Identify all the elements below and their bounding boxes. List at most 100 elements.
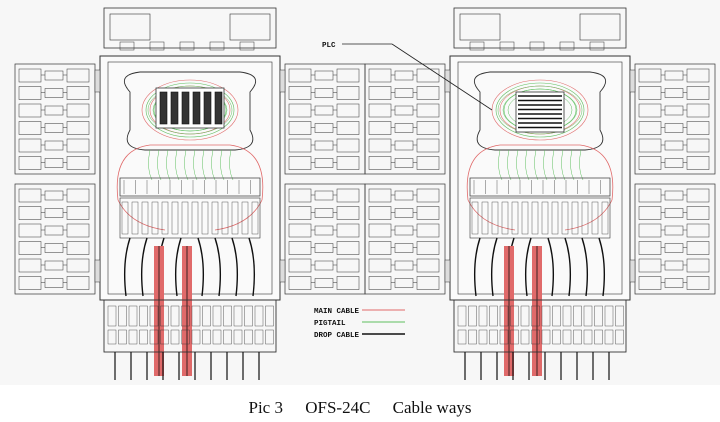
adapter-port <box>664 88 684 98</box>
adapter-port <box>18 86 42 100</box>
cable-port <box>128 329 138 345</box>
pigtail-loop <box>497 85 583 135</box>
clamp-slot <box>501 201 509 235</box>
clamp-slot <box>541 201 549 235</box>
cable-port <box>562 329 572 345</box>
cable-port <box>573 305 582 327</box>
adapter-port <box>314 70 334 81</box>
cable-port <box>128 305 138 327</box>
adapter-port <box>638 68 662 83</box>
clamp-slot <box>601 201 609 235</box>
splice-protector <box>181 91 190 125</box>
cable-port <box>223 329 232 345</box>
adapter-port <box>288 138 312 153</box>
bracket-tab <box>119 41 135 51</box>
adapter-port <box>368 206 392 220</box>
legend: MAIN CABLE PIGTAIL DROP CABLE <box>314 308 405 340</box>
adapter-port <box>44 190 64 201</box>
hinge <box>629 259 636 283</box>
cable-clamp-area <box>119 197 261 239</box>
adapter-port <box>394 243 414 253</box>
adapter-port <box>66 138 90 153</box>
adapter-port <box>314 190 334 201</box>
adapter-port <box>44 123 64 133</box>
adapter-port <box>638 156 662 170</box>
adapter-port <box>686 223 710 238</box>
clamp-slot <box>131 201 139 235</box>
adapter-port <box>18 276 42 290</box>
adapter-port <box>416 258 440 273</box>
adapter-port <box>394 88 414 98</box>
cable-port <box>202 329 211 345</box>
cable-port <box>118 305 127 327</box>
adapter-port <box>314 105 334 116</box>
adapter-port <box>18 223 42 238</box>
plc-callout-label: PLC <box>322 42 336 50</box>
cable-port <box>181 305 190 327</box>
cable-port <box>615 329 624 345</box>
pigtail-loop <box>147 85 233 135</box>
adapter-port <box>336 258 360 273</box>
adapter-bank <box>284 183 366 295</box>
clamp-slot <box>491 201 499 235</box>
drop-cable <box>197 237 205 297</box>
clamp-slot <box>531 201 539 235</box>
adapter-port <box>368 156 392 170</box>
drop-cable <box>248 237 256 297</box>
adapter-port <box>288 206 312 220</box>
hinge <box>94 69 101 93</box>
adapter-port <box>288 188 312 203</box>
adapter-port <box>314 225 334 236</box>
adapter-bank <box>634 63 716 175</box>
adapter-port <box>18 121 42 135</box>
cable-port <box>265 329 274 345</box>
bracket-hole-left <box>459 13 501 41</box>
hinge <box>279 259 286 283</box>
adapter-port <box>18 206 42 220</box>
adapter-port <box>416 206 440 220</box>
legend-drop-cable-label: DROP CABLE <box>314 332 360 340</box>
adapter-port <box>368 276 392 290</box>
adapter-bank <box>14 63 96 175</box>
cable-port <box>531 329 540 345</box>
cable-port <box>510 305 519 327</box>
cable-port <box>160 329 169 345</box>
cable-port <box>499 329 509 345</box>
adapter-port <box>336 138 360 153</box>
adapter-port <box>664 190 684 201</box>
bracket-tab <box>179 41 195 51</box>
bracket-tab <box>149 41 165 51</box>
adapter-port <box>66 86 90 100</box>
adapter-port <box>18 188 42 203</box>
cable-port <box>202 305 211 327</box>
adapter-bank <box>284 63 366 175</box>
cable-port <box>212 329 222 345</box>
adapter-port <box>686 86 710 100</box>
cable-port <box>149 329 159 345</box>
adapter-port <box>686 121 710 135</box>
splice-protector <box>170 91 179 125</box>
fiber-loop <box>141 79 239 141</box>
adapter-port <box>394 260 414 271</box>
cable-port <box>191 305 201 327</box>
adapter-port <box>44 243 64 253</box>
adapter-port <box>638 241 662 255</box>
cable-port <box>139 329 148 345</box>
main-cable-loop <box>466 144 614 201</box>
top-bracket <box>453 7 627 49</box>
clamp-slot <box>241 201 249 235</box>
adapter-port <box>336 103 360 118</box>
bracket-tab <box>529 41 545 51</box>
adapter-port <box>394 70 414 81</box>
bracket-tab <box>499 41 515 51</box>
adapter-port <box>394 140 414 151</box>
hinge <box>279 69 286 93</box>
cable-port <box>181 329 190 345</box>
port-block <box>103 299 277 353</box>
bracket-tab <box>239 41 255 51</box>
clamp-slot <box>571 201 579 235</box>
splice-tray <box>123 71 257 151</box>
clamp-slot <box>471 201 479 235</box>
cable-port <box>583 305 593 327</box>
caption-pic-number: Pic 3 <box>248 398 283 417</box>
